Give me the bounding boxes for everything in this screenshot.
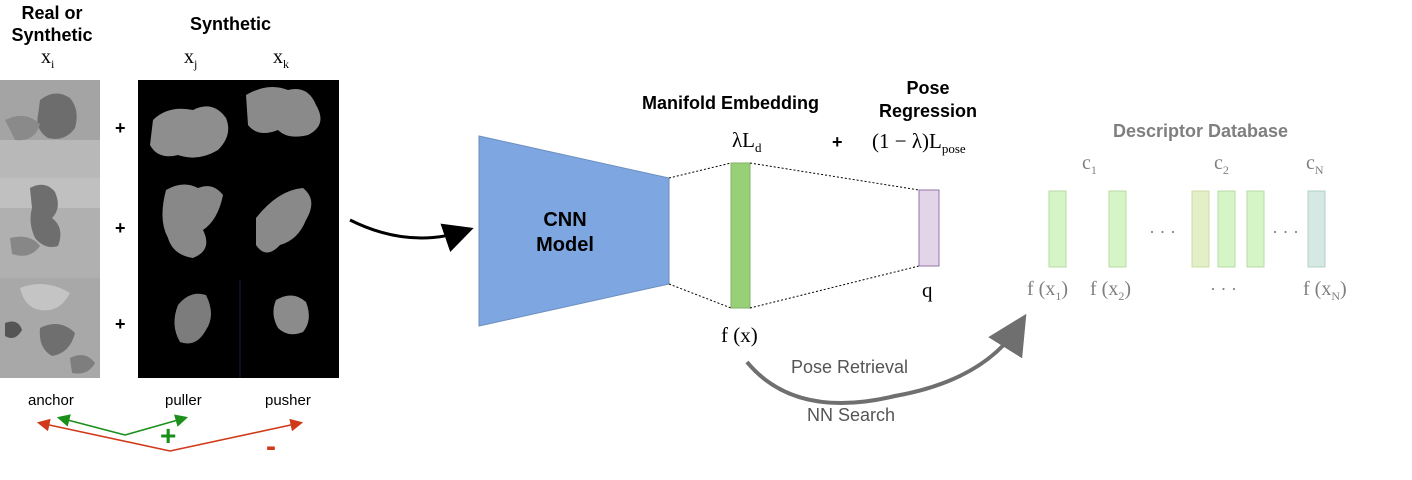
pose-output-label: q bbox=[922, 278, 933, 302]
pull-sign: + bbox=[160, 420, 177, 451]
ellipsis-3: · · · bbox=[1210, 279, 1237, 299]
puller-label: puller bbox=[165, 392, 202, 409]
x-k-label: xk bbox=[273, 46, 289, 71]
plus-row-3: + bbox=[115, 314, 126, 334]
descriptor-bars bbox=[1048, 190, 1326, 268]
pusher-label: pusher bbox=[265, 392, 311, 409]
plus-row-2: + bbox=[115, 218, 126, 238]
triplet-arrows bbox=[36, 414, 304, 452]
fx2-label: f (x2) bbox=[1090, 278, 1131, 303]
embedding-bar bbox=[730, 162, 751, 309]
pose-loss: (1 − λ)Lpose bbox=[872, 129, 966, 157]
pose-retrieval-label: Pose Retrieval bbox=[791, 357, 909, 377]
push-sign: - bbox=[266, 430, 276, 463]
synthetic-title: Synthetic bbox=[190, 14, 272, 34]
descriptor-bar bbox=[1217, 190, 1236, 268]
retrieval-arrow bbox=[745, 313, 1027, 406]
database-title: Descriptor Database bbox=[1113, 121, 1289, 141]
anchor-patch-2 bbox=[0, 178, 100, 278]
plus-row-1: + bbox=[115, 118, 126, 138]
fxN-label: f (xN) bbox=[1303, 278, 1347, 303]
real-or-synthetic-title: Real or Synthetic bbox=[11, 3, 93, 45]
x-i-label: xi bbox=[41, 46, 55, 71]
input-arrow bbox=[349, 218, 474, 252]
embedding-loss: λLd bbox=[732, 128, 762, 156]
feature-label: f (x) bbox=[721, 323, 758, 347]
nn-search-label: NN Search bbox=[807, 405, 896, 425]
loss-plus: + bbox=[832, 132, 843, 152]
cnn-label: CNN Model bbox=[536, 209, 594, 256]
anchor-patch-1 bbox=[0, 80, 100, 178]
pose-bar bbox=[918, 189, 940, 267]
c2-label: c2 bbox=[1214, 152, 1229, 177]
fx1-label: f (x1) bbox=[1027, 278, 1068, 303]
c1-label: c1 bbox=[1082, 152, 1097, 177]
descriptor-bar bbox=[1108, 190, 1127, 268]
network-diagram bbox=[349, 135, 940, 327]
descriptor-bar bbox=[1048, 190, 1067, 268]
pose-title: Pose Regression bbox=[878, 78, 978, 121]
synthetic-panel bbox=[138, 80, 339, 378]
anchor-label: anchor bbox=[28, 392, 74, 409]
descriptor-bar bbox=[1246, 190, 1265, 268]
ellipsis-2: · · · bbox=[1272, 222, 1299, 242]
x-j-label: xj bbox=[184, 46, 198, 71]
descriptor-bar bbox=[1191, 190, 1210, 268]
descriptor-bar bbox=[1307, 190, 1326, 268]
cN-label: cN bbox=[1306, 152, 1324, 177]
embedding-title: Manifold Embedding bbox=[642, 93, 819, 113]
ellipsis-1: · · · bbox=[1149, 222, 1176, 242]
anchor-patch-3 bbox=[0, 278, 100, 378]
